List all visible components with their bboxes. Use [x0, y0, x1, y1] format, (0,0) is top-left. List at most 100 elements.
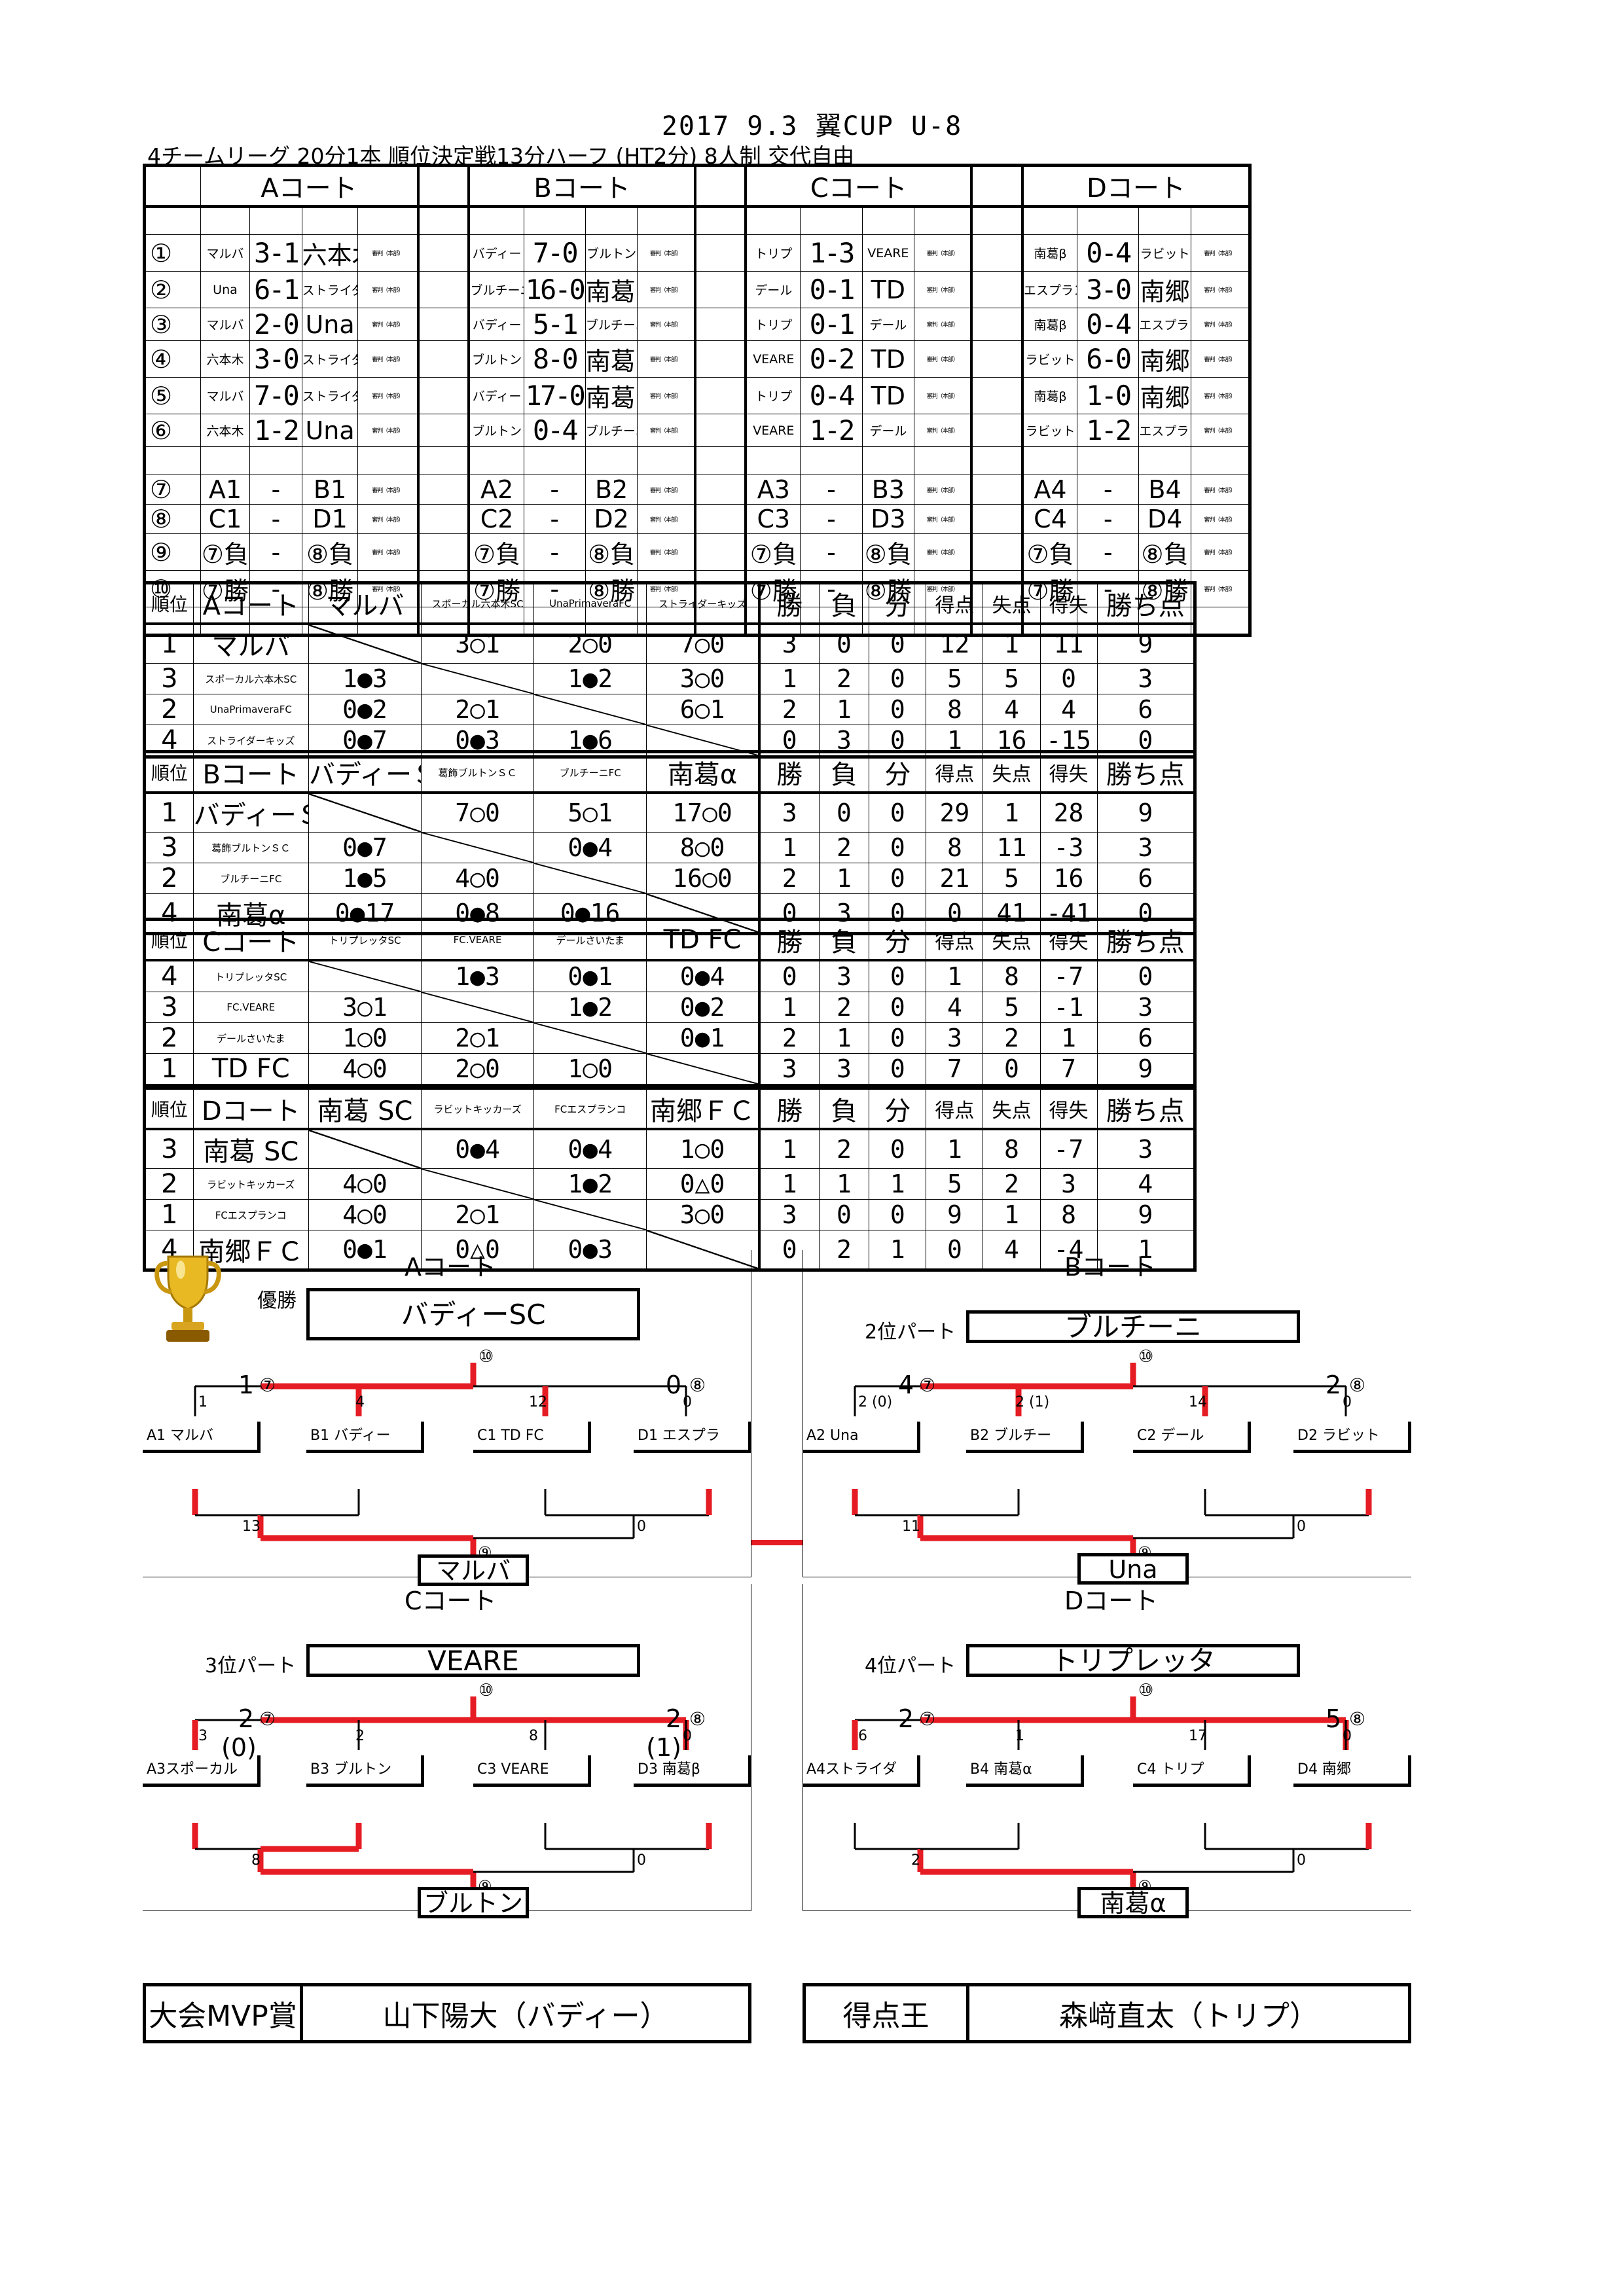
match-result: 1○0 [308, 1022, 422, 1054]
bracket-team: C2 デール [1133, 1422, 1251, 1453]
stat-value: 6 [1096, 1022, 1196, 1054]
self-match-cell [646, 1230, 760, 1270]
stat-value: 4 [1096, 1168, 1196, 1200]
mvp-name: 山下陽大（バディー） [382, 2000, 669, 2033]
stat-value: 0 [869, 992, 927, 1023]
bracket-connector [751, 1540, 803, 1545]
match-result: 2○0 [533, 623, 647, 664]
result-value: 0●4 [568, 1135, 613, 1164]
away-team: B3 [861, 475, 915, 505]
stat-value: 1 [818, 1022, 870, 1054]
stat-header: 勝ち点 [1096, 583, 1196, 625]
referee-label: 審判（本部） [357, 308, 419, 341]
result-value: 0●4 [568, 833, 613, 862]
match-score: 7-0 [249, 377, 302, 414]
lower-left-score: 13 [242, 1518, 261, 1535]
referee-label: 審判（本部） [1190, 504, 1251, 534]
match-result: 7○0 [420, 792, 535, 833]
stat-value: 9 [926, 1199, 984, 1230]
match-result: 0●2 [646, 992, 760, 1023]
match-number-8: ⑧ [689, 1374, 706, 1396]
bracket-team: C4 トリプ [1133, 1755, 1251, 1787]
stat-value: 29 [926, 792, 984, 833]
match-result: 0●4 [420, 1128, 535, 1169]
result-value: 2○0 [455, 1054, 500, 1083]
result-value: 0△0 [455, 1235, 500, 1264]
stat-value: 0 [757, 1230, 820, 1270]
schedule-row: ①マルバ3-1六本木審判（本部）バディー7-0ブルトン審判（本部）トリプ1-3V… [144, 234, 1251, 272]
away-team: D2 [585, 504, 638, 534]
bracket-team-score: 0 [683, 1728, 692, 1744]
semi-left-score: 2 (0) [221, 1704, 257, 1762]
stat-value: 1 [757, 1168, 820, 1200]
stat-value: 8 [926, 832, 984, 863]
away-team: 南葛α [585, 340, 638, 378]
stat-header: 分 [869, 1088, 927, 1130]
result-value: 1●2 [568, 993, 613, 1022]
stat-value: 0 [869, 1199, 927, 1230]
referee-label: 審判（本部） [357, 533, 419, 571]
stat-value: 5 [983, 863, 1041, 894]
lower-right-score: 0 [637, 1518, 646, 1535]
away-team: 六本木 [301, 234, 359, 272]
away-team: ブルトン [585, 234, 638, 272]
vs-dash: - [800, 533, 863, 571]
stat-header: 失点 [983, 919, 1041, 961]
stat-value: -7 [1039, 960, 1098, 992]
away-team: エスプランコ [1138, 308, 1191, 341]
away-team: B1 [301, 475, 359, 505]
match-score: 3-0 [1077, 271, 1140, 308]
semi-right-score: 2 [1325, 1371, 1341, 1399]
court-label: Bコート [1064, 1253, 1157, 1282]
result-value: 0●7 [342, 833, 388, 862]
away-team: 南郷 [1138, 340, 1191, 378]
top-scorer-award: 得点王 森﨑直太（トリプ） [803, 1983, 1411, 2043]
bracket-team-score: 14 [1189, 1394, 1207, 1410]
home-team: マルバ [200, 377, 251, 414]
stat-header: 得点 [926, 919, 984, 961]
match-result: 16○0 [646, 863, 760, 894]
stat-value: 0 [983, 1053, 1041, 1086]
opponent-header: スポーカル六本木SC [420, 583, 535, 625]
court-label: Cコート [192, 919, 309, 961]
match-score: 3-1 [249, 234, 302, 272]
self-match-cell [533, 1199, 647, 1230]
away-team: デール [861, 308, 915, 341]
opponent-header: ブルチーニFC [533, 751, 647, 794]
opponent-header: UnaPrimaveraFC [533, 583, 647, 625]
stat-value: 1 [983, 623, 1041, 664]
bracket-team-score: 17 [1189, 1728, 1207, 1744]
match-number-10: ⑩ [1138, 1681, 1154, 1700]
match-number-10: ⑩ [1138, 1347, 1154, 1367]
bracket-team-score: 2 (0) [858, 1394, 893, 1410]
match-number-8: ⑧ [1349, 1374, 1366, 1396]
vs-dash: - [800, 504, 863, 534]
away-team: ブルチーニ [585, 414, 638, 447]
result-value: 0△0 [679, 1170, 725, 1198]
result-value: 2○0 [568, 630, 613, 658]
self-match-cell [420, 832, 535, 863]
result-value: 8○0 [679, 833, 725, 862]
away-team: ブルチーニ [585, 308, 638, 341]
rank: 1 [144, 1199, 194, 1230]
match-result: 0●4 [646, 960, 760, 992]
semi-right-score: 2 (1) [646, 1704, 681, 1762]
away-team: ⑧負 [585, 533, 638, 571]
referee-label: 審判（本部） [1190, 475, 1251, 505]
result-value: 0●3 [455, 726, 500, 755]
referee-label: 審判（本部） [914, 414, 972, 447]
rank: 3 [144, 663, 194, 694]
opponent-header: 南葛 SC [308, 1088, 422, 1130]
stat-value: 1 [869, 1230, 927, 1270]
match-result: 1●3 [308, 663, 422, 694]
match-result: 2○1 [420, 1022, 535, 1054]
team-name: バディーＳＣ [192, 792, 309, 833]
rank-header: 順位 [144, 919, 194, 961]
match-result: 1●3 [420, 960, 535, 992]
